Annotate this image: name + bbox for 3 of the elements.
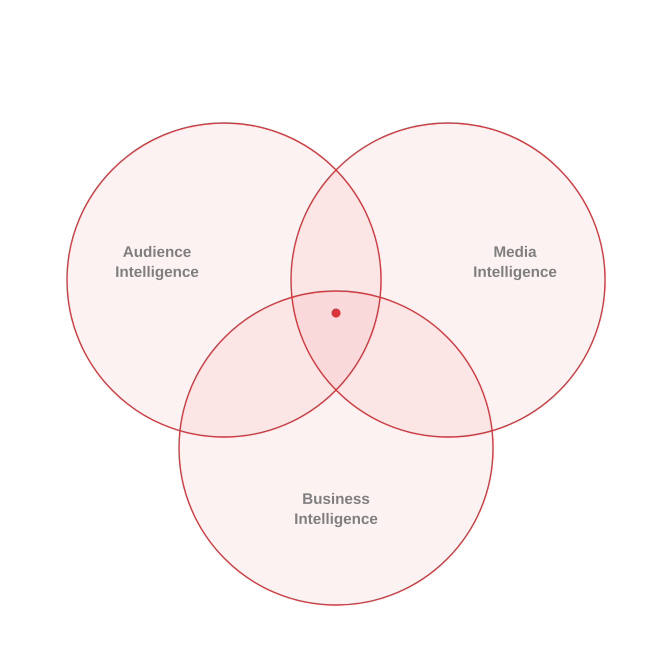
circle-label: Media Intelligence [474, 246, 556, 280]
circle-label: Business Intelligence [295, 492, 378, 528]
circle-label: Audience Intelligence [116, 246, 198, 280]
